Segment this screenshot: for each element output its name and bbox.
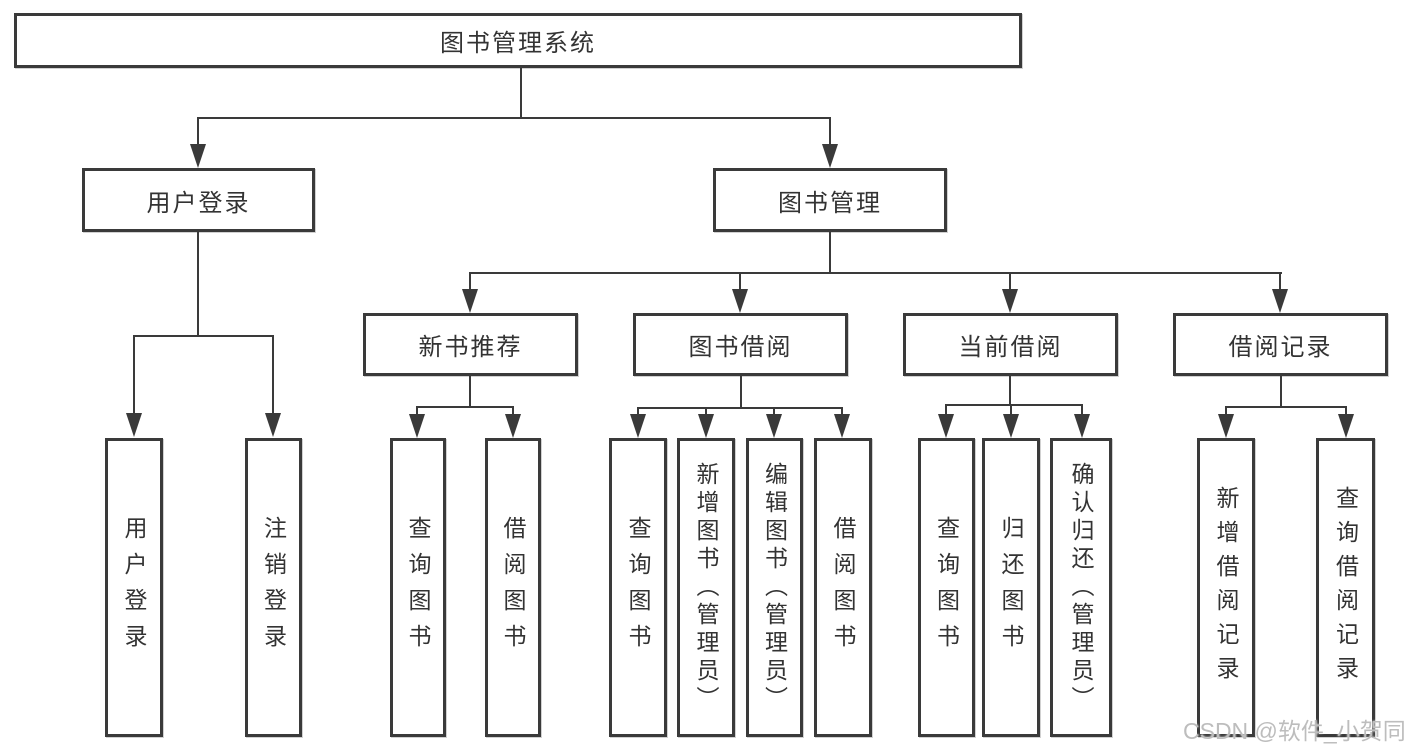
node-root-label: 图书管理系统 bbox=[440, 30, 596, 57]
arrow-down-icon bbox=[409, 414, 425, 438]
leaf-borrow-edit-admin: 编辑图书（管理员） bbox=[746, 438, 803, 737]
arrow-down-icon bbox=[1272, 289, 1288, 313]
connector-stub bbox=[133, 337, 135, 416]
arrow-down-icon bbox=[834, 414, 850, 438]
connector-stub bbox=[469, 273, 471, 293]
arrow-down-icon bbox=[190, 144, 206, 168]
connector-userlogin-trunk bbox=[197, 232, 199, 337]
connector-userlogin-split bbox=[133, 335, 274, 337]
connector-stub bbox=[1225, 408, 1227, 418]
arrow-down-icon bbox=[1003, 414, 1019, 438]
node-current-borrow-label: 当前借阅 bbox=[958, 334, 1063, 361]
arrow-down-icon bbox=[1338, 414, 1354, 438]
connector-newbook-trunk bbox=[469, 376, 471, 408]
arrow-down-icon bbox=[265, 413, 281, 437]
leaf-add-borrow-record: 新增借阅记录 bbox=[1197, 438, 1255, 737]
connector-currentborrow-split bbox=[945, 404, 1083, 406]
leaf-user-login: 用户登录 bbox=[105, 438, 163, 737]
arrow-down-icon bbox=[698, 414, 714, 438]
arrow-down-icon bbox=[126, 413, 142, 437]
connector-stub bbox=[1279, 273, 1281, 293]
node-book-management-label: 图书管理 bbox=[778, 189, 882, 217]
connector-level2-split bbox=[197, 117, 831, 119]
arrow-down-icon bbox=[505, 414, 521, 438]
node-borrow-record-label: 借阅记录 bbox=[1228, 334, 1333, 361]
connector-stub bbox=[197, 118, 199, 148]
connector-borrowrecord-split bbox=[1225, 406, 1347, 408]
leaf-add-borrow-record-label: 新增借阅记录 bbox=[1213, 485, 1239, 690]
watermark: CSDN @软件_小贺同学 bbox=[1183, 718, 1405, 744]
arrow-down-icon bbox=[822, 144, 838, 168]
arrow-down-icon bbox=[462, 289, 478, 313]
connector-level3-split bbox=[469, 272, 1282, 274]
node-user-login-label: 用户登录 bbox=[146, 189, 251, 217]
leaf-query-borrow-record: 查询借阅记录 bbox=[1316, 438, 1375, 737]
leaf-borrow-book: 借阅图书 bbox=[814, 438, 872, 737]
connector-stub bbox=[1009, 273, 1011, 293]
leaf-return-book-label: 归还图书 bbox=[998, 515, 1024, 660]
leaf-confirm-return-admin-label: 确认归还（管理员） bbox=[1068, 461, 1094, 714]
connector-stub bbox=[945, 406, 947, 418]
leaf-confirm-return-admin: 确认归还（管理员） bbox=[1050, 438, 1112, 737]
leaf-current-query-label: 查询图书 bbox=[933, 515, 960, 660]
connector-stub bbox=[739, 273, 741, 293]
leaf-query-borrow-record-label: 查询借阅记录 bbox=[1332, 485, 1359, 690]
leaf-newbook-borrow: 借阅图书 bbox=[485, 438, 541, 737]
node-root: 图书管理系统 bbox=[14, 13, 1022, 68]
leaf-current-query: 查询图书 bbox=[918, 438, 975, 737]
node-current-borrow: 当前借阅 bbox=[903, 313, 1118, 376]
arrow-down-icon bbox=[732, 289, 748, 313]
leaf-user-login-label: 用户登录 bbox=[121, 515, 147, 660]
connector-stub bbox=[841, 409, 843, 418]
node-book-management: 图书管理 bbox=[713, 168, 947, 232]
connector-stub bbox=[637, 409, 639, 418]
arrow-down-icon bbox=[938, 414, 954, 438]
leaf-newbook-borrow-label: 借阅图书 bbox=[500, 515, 526, 660]
leaf-borrow-book-label: 借阅图书 bbox=[830, 515, 856, 660]
node-borrow-record: 借阅记录 bbox=[1173, 313, 1388, 376]
connector-bookborrow-split bbox=[637, 407, 843, 409]
leaf-newbook-query: 查询图书 bbox=[390, 438, 446, 737]
connector-stub bbox=[1081, 406, 1083, 418]
connector-bookborrow-trunk bbox=[740, 376, 742, 408]
connector-stub bbox=[1010, 406, 1012, 418]
node-user-login: 用户登录 bbox=[82, 168, 315, 232]
leaf-borrow-query: 查询图书 bbox=[609, 438, 667, 737]
connector-bookmgmt-trunk bbox=[829, 232, 831, 274]
connector-stub bbox=[416, 408, 418, 418]
leaf-borrow-query-label: 查询图书 bbox=[625, 515, 651, 660]
connector-stub bbox=[773, 409, 775, 418]
leaf-newbook-query-label: 查询图书 bbox=[405, 515, 431, 660]
connector-newbook-split bbox=[416, 406, 514, 408]
connector-currentborrow-trunk bbox=[1009, 376, 1011, 406]
connector-stub bbox=[272, 337, 274, 416]
arrow-down-icon bbox=[630, 414, 646, 438]
node-new-book-recommend-label: 新书推荐 bbox=[418, 334, 523, 361]
leaf-logout: 注销登录 bbox=[245, 438, 302, 737]
connector-stub bbox=[829, 118, 831, 148]
leaf-return-book: 归还图书 bbox=[982, 438, 1040, 737]
arrow-down-icon bbox=[1074, 414, 1090, 438]
connector-stub bbox=[705, 409, 707, 418]
connector-stub bbox=[512, 408, 514, 418]
arrow-down-icon bbox=[1002, 289, 1018, 313]
leaf-borrow-edit-admin-label: 编辑图书（管理员） bbox=[761, 461, 788, 714]
node-new-book-recommend: 新书推荐 bbox=[363, 313, 578, 376]
node-book-borrow: 图书借阅 bbox=[633, 313, 848, 376]
connector-stub bbox=[1345, 408, 1347, 418]
node-book-borrow-label: 图书借阅 bbox=[688, 334, 793, 361]
leaf-borrow-add-admin-label: 新增图书（管理员） bbox=[693, 461, 719, 714]
arrow-down-icon bbox=[766, 414, 782, 438]
connector-root-trunk bbox=[520, 68, 522, 118]
arrow-down-icon bbox=[1218, 414, 1234, 438]
connector-borrowrecord-trunk bbox=[1280, 376, 1282, 408]
leaf-logout-label: 注销登录 bbox=[260, 515, 287, 660]
leaf-borrow-add-admin: 新增图书（管理员） bbox=[677, 438, 735, 737]
